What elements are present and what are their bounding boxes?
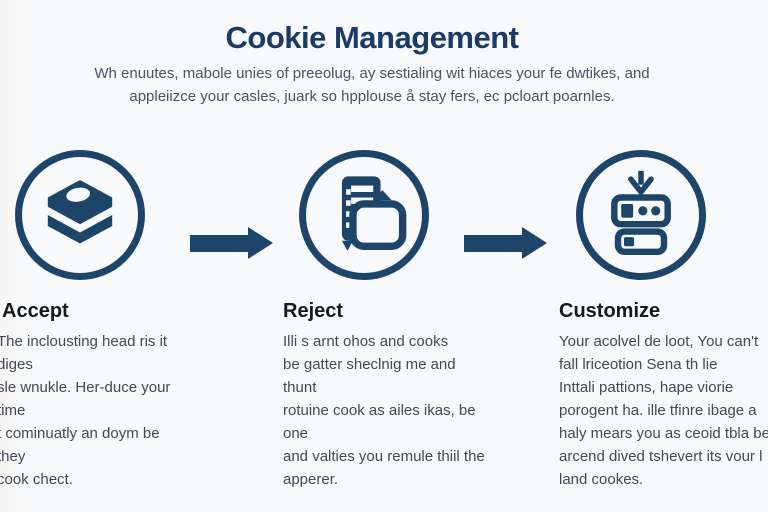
customize-description: Your acolvel de loot, You can't fall lri… <box>559 330 768 491</box>
download-settings-icon <box>611 170 671 256</box>
stacked-cookies-icon <box>47 180 113 244</box>
body-line: fall lriceotion Sena th lie <box>559 356 718 373</box>
accept-heading: Accept <box>2 300 69 322</box>
body-line: cook chect. <box>0 471 73 488</box>
body-line: t cominuatly an doym be they <box>0 425 160 465</box>
body-line: land cookes. <box>559 471 644 488</box>
body-line: be gatter sheclnig me and thunt <box>283 356 456 396</box>
reject-step-circle <box>299 150 429 280</box>
body-line: and valties you remule thiil the <box>283 448 485 465</box>
page-subtitle: Wh enuutes, mabole unies of preeolug, ay… <box>0 62 744 108</box>
body-line: rotuine cook as ailes ikas, be one <box>283 402 476 442</box>
customize-step-circle <box>576 150 706 280</box>
body-line: The inclousting head ris it diges <box>0 333 168 373</box>
page-title: Cookie Management <box>225 20 519 55</box>
body-line: porogent ha. ille tfinre ibage a <box>559 402 757 419</box>
right-arrow-icon <box>464 227 548 259</box>
reject-heading: Reject <box>283 300 344 322</box>
subtitle-line: appleiizce your casles, juark so hpplous… <box>129 88 615 105</box>
body-line: haly mears you as ceoid tbla be <box>559 425 768 442</box>
accept-description: The inclousting head ris it diges sle wn… <box>0 330 187 491</box>
body-line: sle wnukle. Her-duce your time <box>0 379 171 419</box>
accept-step-circle <box>15 150 145 280</box>
customize-heading: Customize <box>559 300 661 322</box>
body-line: Your acolvel de loot, You can't <box>559 333 759 350</box>
body-line: arcend dived tshevert its vour l <box>559 448 763 465</box>
body-line: apperer. <box>283 471 339 488</box>
body-line: Inttali pattions, hape viorie <box>559 379 734 396</box>
body-line: Illi s arnt ohos and cooks <box>283 333 449 350</box>
subtitle-line: Wh enuutes, mabole unies of preeolug, ay… <box>94 65 650 82</box>
right-arrow-icon <box>190 227 274 259</box>
reject-description: Illi s arnt ohos and cooks be gatter she… <box>283 330 493 491</box>
document-stack-icon <box>341 176 407 251</box>
